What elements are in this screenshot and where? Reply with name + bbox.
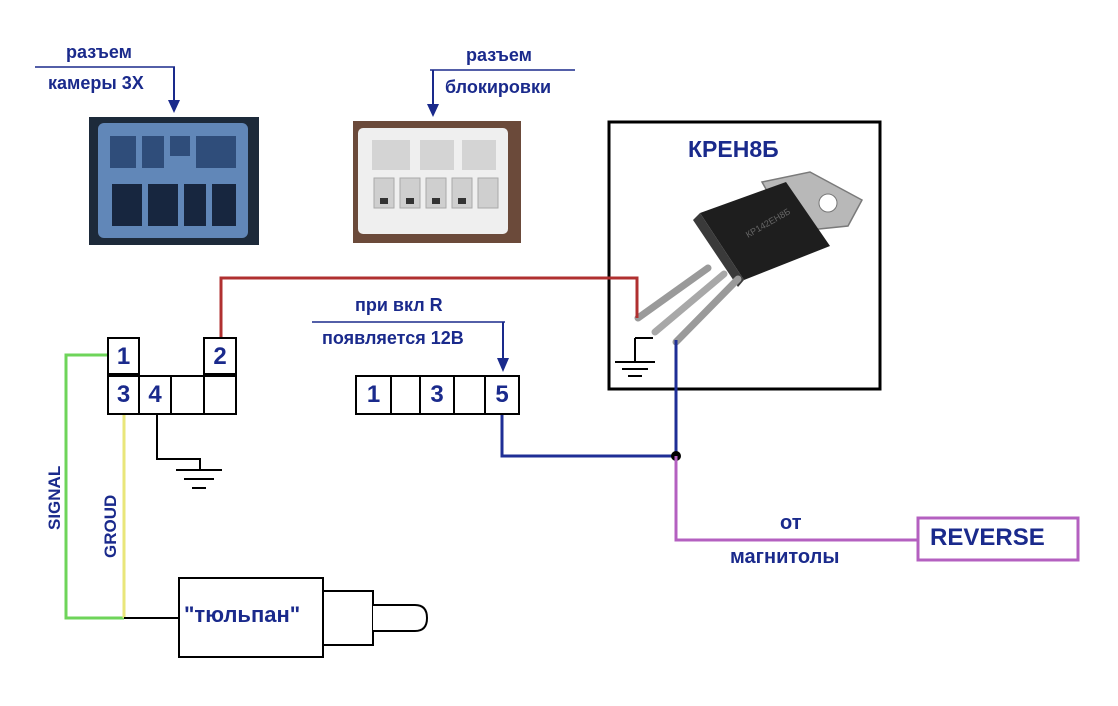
lock-pin-1: 1 — [355, 375, 392, 415]
camera-pin-empty — [170, 375, 205, 415]
camera-connector-label-line1: разъем — [66, 42, 132, 62]
lock-label-pointer — [427, 69, 575, 117]
reverse-box — [916, 516, 1080, 562]
camera-pin-3: 3 — [107, 375, 140, 415]
power-wire — [219, 276, 639, 337]
camera-pin-empty — [203, 375, 237, 415]
regulator-ground-symbol — [615, 337, 655, 377]
reverse-note-line1: при вкл R — [355, 295, 443, 315]
regulator-title: КРЕН8Б — [688, 136, 779, 162]
lock-connector-photo — [353, 121, 521, 243]
from-label-line2: магнитолы — [730, 546, 840, 568]
lock-connector-label-line2: блокировки — [445, 77, 552, 97]
reverse-note-pointer — [312, 321, 509, 372]
camera-label-pointer — [35, 66, 180, 113]
camera-pin-4: 4 — [138, 375, 172, 415]
lock-connector-label-line1: разъем — [466, 45, 532, 65]
lock-pin-5: 5 — [484, 375, 520, 415]
lock-pin-3: 3 — [419, 375, 455, 415]
reverse-wire — [500, 340, 678, 458]
regulator-frame — [607, 120, 882, 391]
lock-pin-empty — [453, 375, 486, 415]
regulator-component — [634, 171, 864, 346]
magnitola-wire — [674, 456, 918, 542]
camera-pin-1: 1 — [107, 337, 140, 375]
camera-ground-symbol — [156, 413, 222, 489]
camera-connector-photo — [89, 117, 259, 245]
from-label-line1: от — [780, 512, 802, 534]
camera-pin-2: 2 — [203, 337, 237, 375]
tulip-plug — [178, 577, 429, 658]
tulip-label: "тюльпан" — [184, 602, 301, 627]
signal-label: SIGNAL — [45, 466, 64, 530]
camera-connector-label-line2: камеры 3Х — [48, 73, 144, 93]
ground-label: GROUD — [101, 495, 120, 558]
signal-wire — [64, 353, 124, 620]
reverse-label: REVERSE — [930, 524, 1045, 551]
lock-pin-empty — [390, 375, 421, 415]
reverse-note-line2: появляется 12В — [322, 328, 464, 348]
